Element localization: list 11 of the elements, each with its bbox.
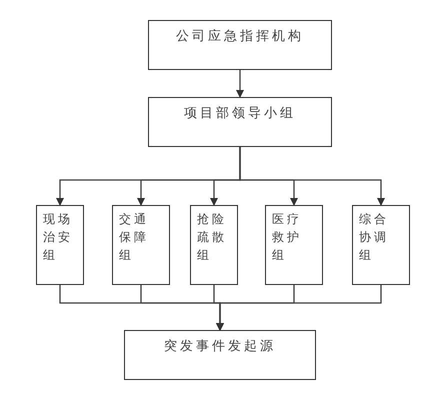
process-box: 项目部领导小组 (148, 97, 332, 147)
arrow (239, 147, 385, 206)
arrow (236, 70, 244, 98)
process-box: 突发事件发起源 (124, 330, 316, 380)
process-box: 综合协调组 (352, 205, 410, 285)
process-box: 交通保障组 (112, 205, 170, 285)
process-box: 抢险疏散组 (190, 205, 238, 285)
arrow (216, 285, 382, 331)
process-box: 现场治安组 (36, 205, 84, 285)
process-box: 医疗救护组 (265, 205, 323, 285)
process-box: 公司应急指挥机构 (148, 20, 332, 70)
